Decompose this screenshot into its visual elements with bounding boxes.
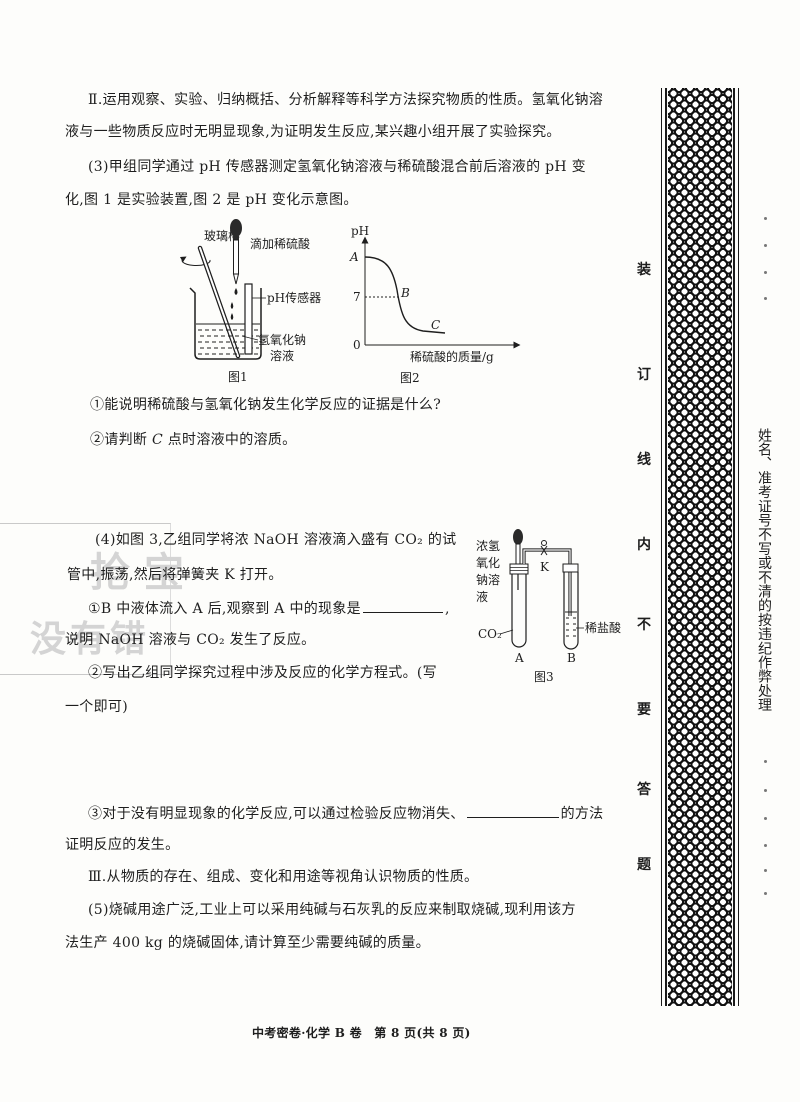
reagent-label-line-3: 钠溶: [476, 572, 500, 587]
figure-1-apparatus: 玻璃棒 滴加稀硫酸 pH传感器 氢氧化钠 溶液 图1: [179, 219, 321, 384]
q3-sub2-point-c: C: [151, 432, 163, 448]
figure-3-caption: 图3: [534, 670, 554, 684]
co2-label: CO₂: [478, 627, 502, 641]
part2-intro-line-1: Ⅱ.运用观察、实验、归纳概括、分析解释等科学方法探究物质的性质。氢氧化钠溶: [88, 92, 604, 108]
tube-a: [511, 574, 527, 648]
point-c-label: C: [431, 318, 440, 332]
figure-2-ph-curve: pH A 7 B 0 C 稀硫酸的质量/g 图2: [349, 224, 521, 385]
seal-char-7: 答: [637, 782, 651, 798]
tube-b: [563, 572, 579, 650]
seal-char-3: 线: [637, 452, 651, 468]
q4-sub3-text-before: ③对于没有明显现象的化学反应,可以通过检验反应物消失、: [88, 806, 465, 822]
q5-line-2: 法生产 400 kg 的烧碱固体,请计算至少需要纯碱的质量。: [65, 935, 430, 951]
seal-char-1: 装: [637, 262, 651, 278]
seal-char-5: 不: [637, 617, 651, 633]
answer-blank: [466, 802, 559, 818]
dot-icon: [764, 297, 767, 300]
binding-border-outer-left: [661, 88, 662, 1006]
q3-stem-line-1: (3)甲组同学通过 pH 传感器测定氢氧化钠溶液与稀硫酸混合前后溶液的 pH 变: [88, 159, 586, 175]
q5-line-1: (5)烧碱用途广泛,工业上可以采用纯碱与石灰乳的反应来制取烧碱,现利用该方: [88, 902, 576, 918]
dot-icon: [764, 217, 767, 220]
solution-label-line-2: 溶液: [270, 348, 294, 363]
seal-char-2: 订: [637, 367, 651, 383]
ph-sensor: [244, 283, 253, 355]
q4-sub-question-1: ①B 中液体流入 A 后,观察到 A 中的现象是,: [88, 597, 450, 619]
part2-intro-line-2: 液与一些物质反应时无明显现象,为证明发生反应,某兴趣小组开展了实验探究。: [65, 124, 561, 140]
dot-icon: [764, 760, 767, 763]
dot-icon: [764, 892, 767, 895]
q3-sub2-text-before: ②请判断: [90, 432, 152, 448]
page-footer: 中考密卷·化学 B 卷 第 8 页(共 8 页): [252, 1026, 471, 1040]
dropper: [230, 219, 242, 295]
solution-label-line-1: 氢氧化钠: [258, 332, 306, 347]
seal-char-8: 题: [637, 857, 651, 873]
reagent-label-line-1: 浓氢: [476, 538, 500, 553]
q3-stem-line-2: 化,图 1 是实验装置,图 2 是 pH 变化示意图。: [65, 192, 358, 208]
acid-label: 稀盐酸: [585, 620, 621, 635]
q4-stem-line-1: (4)如图 3,乙组同学将浓 NaOH 溶液滴入盛有 CO₂ 的试: [95, 532, 457, 548]
x-axis-label: 稀硫酸的质量/g: [410, 349, 494, 364]
q4-sub3-text-after: 的方法: [560, 806, 604, 822]
q3-sub-question-1: ①能说明稀硫酸与氢氧化钠发生化学反应的证据是什么?: [90, 397, 442, 413]
tick-0-label: 0: [353, 338, 361, 352]
ph-axis-label: pH: [351, 224, 369, 238]
acid-drop: [234, 288, 238, 295]
dot-icon: [764, 244, 767, 247]
figure-3-apparatus: 浓氢 氧化 钠溶 液 K 稀盐酸 CO₂ A B 图3: [476, 529, 621, 684]
q4-sub1-text-before: ①B 中液体流入 A 后,观察到 A 中的现象是: [88, 601, 361, 617]
tick-7-label: 7: [353, 290, 361, 304]
q3-sub2-text-after: 点时溶液中的溶质。: [162, 432, 297, 448]
stir-rotation-arrow-icon: [179, 256, 211, 267]
q4-stem-line-2: 管中,振荡,然后将弹簧夹 K 打开。: [67, 567, 283, 583]
ph-sensor-label: pH传感器: [267, 290, 321, 305]
q4-sub-question-3: ③对于没有明显现象的化学反应,可以通过检验反应物消失、 的方法: [88, 802, 603, 824]
dot-icon: [764, 271, 767, 274]
watermark-box: [0, 523, 171, 675]
tube-a-stopper: [509, 563, 529, 575]
drop-acid-label: 滴加稀硫酸: [250, 236, 310, 251]
binding-border-outer-right: [738, 88, 739, 1006]
reagent-label-line-4: 液: [476, 589, 488, 604]
tube-b-label: B: [567, 651, 576, 665]
reagent-label-line-2: 氧化: [476, 556, 500, 570]
ph-curve: [364, 256, 446, 334]
beaker: [189, 287, 262, 360]
dot-icon: [764, 817, 767, 820]
seal-char-6: 要: [637, 702, 651, 718]
binding-border-inner-right: [733, 88, 735, 1006]
binding-border-inner-left: [665, 88, 667, 1006]
dot-icon: [764, 789, 767, 792]
watermark-text-top: 抢宝: [90, 550, 198, 596]
dot-icon: [764, 869, 767, 872]
spring-clip-k: [540, 540, 548, 556]
q4-sub-question-3-line-2: 证明反应的发生。: [65, 837, 180, 853]
q4-sub1-text-after: ,: [444, 601, 450, 617]
q4-sub-question-2-line-1: ②写出乙组同学探究过程中涉及反应的化学方程式。(写: [88, 665, 437, 681]
dilute-hydrochloric-acid: [565, 611, 577, 637]
tube-b-stopper: [562, 563, 579, 573]
part3-intro: Ⅲ.从物质的存在、组成、变化和用途等视角认识物质的性质。: [88, 869, 479, 885]
figure-1-caption: 图1: [228, 370, 248, 384]
dropper: [513, 529, 523, 590]
candidate-notice: 姓名、准考证号不写或不清的按违纪作弊处理: [756, 428, 772, 712]
watermark-text-bottom: 没有错: [30, 619, 151, 660]
q4-sub-question-2-line-2: 一个即可): [65, 699, 128, 715]
q4-sub-question-1-line-2: 说明 NaOH 溶液与 CO₂ 发生了反应。: [65, 632, 316, 648]
clip-k-label: K: [540, 560, 550, 574]
tube-a-label: A: [514, 651, 524, 665]
point-b-label: B: [400, 286, 410, 300]
seal-char-4: 内: [637, 537, 651, 553]
q3-sub-question-2: ②请判断 C 点时溶液中的溶质。: [90, 430, 296, 450]
point-a-label: A: [349, 250, 359, 264]
figure-2-caption: 图2: [400, 371, 420, 385]
answer-blank: [362, 597, 443, 613]
dot-icon: [764, 844, 767, 847]
binding-pattern-strip: [668, 88, 732, 1006]
